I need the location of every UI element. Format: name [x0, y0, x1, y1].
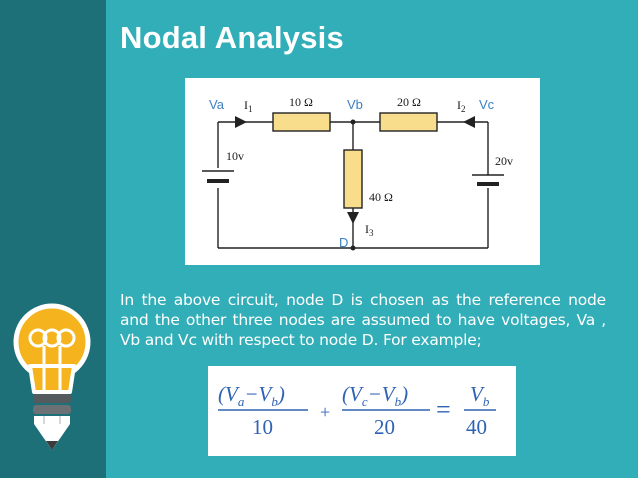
- term1-numerator: (Va−Vb): [218, 382, 285, 409]
- lightbulb-pencil-icon: [13, 303, 91, 450]
- plus-sign: +: [320, 402, 330, 422]
- resistor-r1-value: 10 Ω: [289, 95, 313, 109]
- resistor-r3-value: 40 Ω: [369, 190, 393, 204]
- resistor-r2: [379, 112, 438, 132]
- slide-title: Nodal Analysis: [120, 20, 344, 55]
- resistor-r1: [272, 112, 331, 132]
- current-label-i2: I2: [457, 98, 466, 114]
- node-label-vc: Vc: [479, 97, 495, 112]
- rhs-denominator: 40: [466, 415, 487, 439]
- resistor-r3: [343, 149, 363, 209]
- current-label-i3: I3: [365, 222, 374, 238]
- current-arrow-i2-icon: [463, 116, 475, 128]
- node-label-va: Va: [209, 97, 225, 112]
- node-label-vb: Vb: [347, 97, 363, 112]
- rhs-numerator: Vb: [470, 382, 490, 409]
- term2-denominator: 20: [374, 415, 395, 439]
- term1-denominator: 10: [252, 415, 273, 439]
- current-label-i1: I1: [244, 98, 253, 114]
- current-arrow-i3-icon: [347, 212, 359, 224]
- equation-panel: (Va−Vb) 10 + (Vc−Vb) 20 = Vb 40: [208, 366, 516, 456]
- equals-sign: =: [436, 395, 451, 424]
- current-arrow-i1-icon: [235, 116, 247, 128]
- nodal-equation: (Va−Vb) 10 + (Vc−Vb) 20 = Vb 40: [218, 382, 496, 439]
- source-right-value: 20v: [495, 154, 513, 168]
- circuit-diagram-panel: Va Vb Vc D I1 I2 I3 10 Ω 20 Ω 40 Ω 10v 2…: [185, 78, 540, 265]
- node-label-d: D: [339, 235, 348, 250]
- circuit-diagram: Va Vb Vc D I1 I2 I3 10 Ω 20 Ω 40 Ω 10v 2…: [202, 95, 513, 251]
- resistor-r2-value: 20 Ω: [397, 95, 421, 109]
- description-paragraph: In the above circuit, node D is chosen a…: [120, 291, 606, 349]
- term2-numerator: (Vc−Vb): [342, 382, 408, 409]
- source-left-value: 10v: [226, 149, 244, 163]
